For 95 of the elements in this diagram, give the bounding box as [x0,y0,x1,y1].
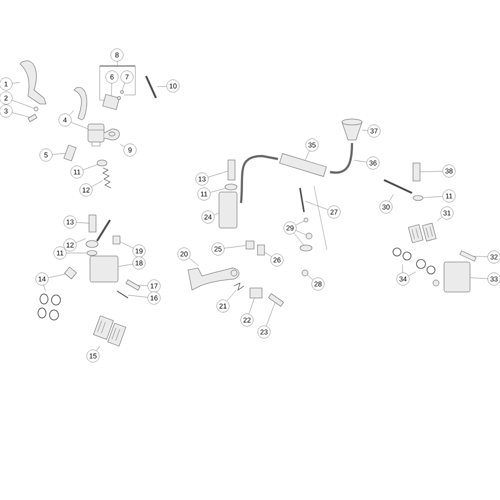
leader-line [12,82,20,84]
leader-line [138,285,148,286]
brake-pads-drawing [93,316,126,346]
reservoir-drawing [342,118,362,140]
leader-line [12,100,34,108]
leader-line [296,230,306,235]
leader-line [76,222,89,224]
leader-line [420,171,443,172]
leader-line [305,201,328,210]
screws-drawing [117,90,124,100]
leader-line [122,82,125,90]
boot-drawing [300,244,312,252]
leader-line [294,232,304,246]
banjo-hose-drawing [86,219,111,248]
master-cylinder-drawing [88,124,120,146]
leader-line [474,256,488,257]
washer-drawing [86,250,98,256]
fitting-drawing [257,244,265,256]
hose-guard-drawing [279,153,327,177]
leader-line [208,170,228,178]
pin-drawing [302,270,308,276]
bolt-drawing [145,76,157,98]
clip-drawing [112,236,120,244]
bleed-screw-drawing [64,266,77,280]
leader-line [118,264,133,267]
leader-line [69,110,74,116]
leader-line [188,258,199,266]
push-rod-drawing [299,188,305,212]
leader-line [226,290,236,302]
leader-line [264,252,272,257]
leader-line [52,153,66,155]
leader-line [100,66,104,100]
leader-line [389,194,394,202]
leader-line [120,242,134,248]
caliper-drawing [90,256,118,282]
leader-line [210,188,226,193]
spring-drawing [102,168,112,188]
leader-line [76,238,86,243]
o-ring-drawing [304,218,308,222]
leader-line [157,86,167,87]
leader-line [307,274,314,280]
leader-line [470,278,488,279]
seals-drawing [392,248,412,260]
hose-drawing [330,142,354,174]
pin-drawing [126,280,140,290]
leader-line [111,83,112,96]
caliper-drawing [444,262,470,292]
leader-line [402,264,403,273]
leader-line [304,150,310,160]
leader-line [82,164,98,170]
lever-drawing [74,87,88,120]
cap-drawing [102,94,120,110]
seals-drawing [416,259,436,274]
leader-line [354,160,367,162]
brake-pedal-drawing [188,268,240,290]
leader-line [66,252,87,254]
leader-line [362,130,368,131]
washer-drawing [224,184,238,190]
leader-line [214,213,219,216]
hose-drawing [384,179,412,194]
leader-line [128,294,148,298]
leader-line [117,61,118,66]
bolt-drawing [268,293,284,307]
leader-line [70,122,88,129]
leader-line [224,245,246,248]
pin-drawing [116,290,128,298]
leader-line [48,274,66,278]
leader-line [296,220,304,226]
bolt-drawing [412,162,420,182]
seals-drawing [38,294,61,320]
leader-line [12,112,30,118]
leader-line [423,196,443,198]
fitting-drawing [246,240,254,250]
spring-drawing [234,282,244,291]
o-ring-drawing [306,232,312,240]
leader-line [248,298,254,314]
leader-line [437,216,442,222]
leader-line [266,302,276,326]
brake-pads-drawing [408,222,436,244]
leader-line [91,180,103,187]
bolt-drawing [228,160,236,180]
washer-drawing [96,160,108,166]
lever-drawing [20,60,46,104]
leader-line [408,272,416,276]
pin-drawing [34,106,38,112]
pin-drawing [460,250,476,262]
screw-drawing [28,114,38,122]
bushing-drawing [250,288,262,298]
leader-line [124,66,136,96]
leader-line [96,346,100,351]
screw-drawing [64,144,76,162]
leader-line [44,285,46,291]
washer-drawing [412,195,424,201]
bolt-drawing [88,214,96,232]
leader-line [120,144,125,147]
